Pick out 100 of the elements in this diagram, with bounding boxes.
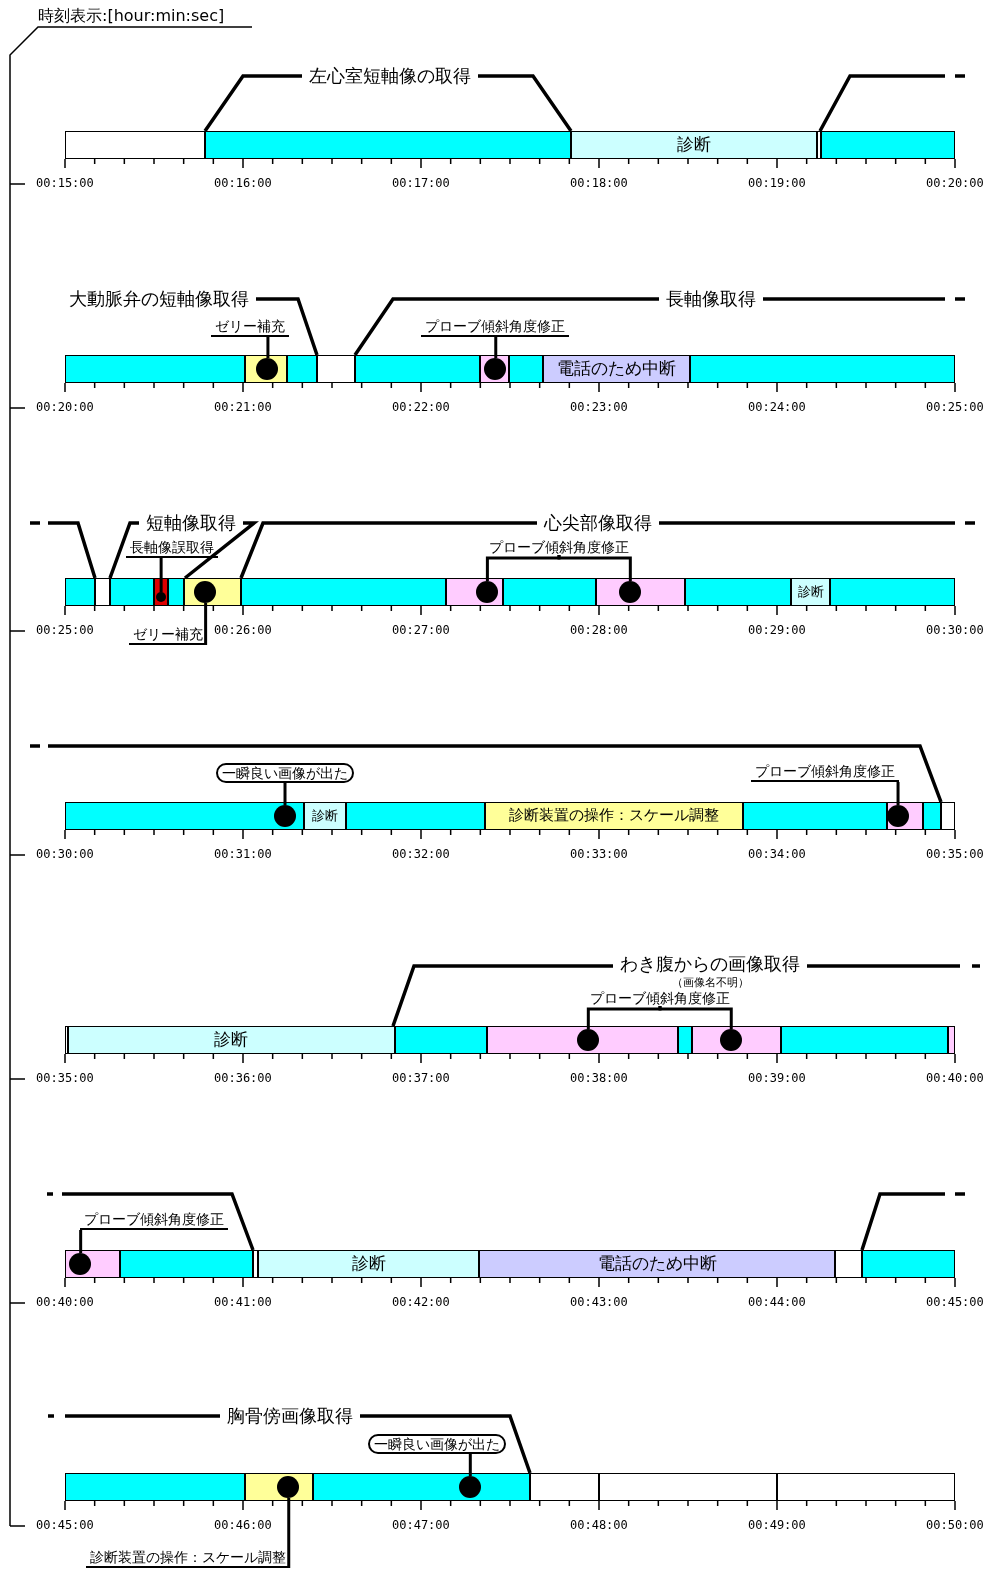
time-label: 00:21:00 (214, 401, 272, 415)
bar-segment (529, 1473, 599, 1501)
time-label: 00:24:00 (748, 401, 806, 415)
time-label: 00:34:00 (748, 848, 806, 862)
phase-label: わき腹からの画像取得 (620, 953, 800, 975)
event-callout: 一瞬良い画像が出た (368, 1434, 506, 1454)
time-label: 00:19:00 (748, 177, 806, 191)
time-label: 00:17:00 (392, 177, 450, 191)
leader-line (159, 558, 163, 592)
bar-segment (820, 131, 955, 159)
event-label: プローブ傾斜角度修正 (487, 539, 631, 555)
time-label: 00:38:00 (570, 1072, 628, 1086)
time-label: 00:28:00 (570, 624, 628, 638)
time-label: 00:47:00 (392, 1519, 450, 1533)
bar-segment (678, 1026, 692, 1054)
phase-label: 左心室短軸像の取得 (309, 65, 471, 87)
bar-segment: 診断 (68, 1026, 395, 1054)
time-label: 00:20:00 (926, 177, 984, 191)
event-label: プローブ傾斜角度修正 (80, 1211, 228, 1230)
time-label: 00:33:00 (570, 848, 628, 862)
event-dot (458, 1475, 481, 1498)
event-dot (194, 580, 217, 603)
event-label: 長軸像誤取得 (126, 539, 218, 558)
event-label: 診断装置の操作：スケール調整 (86, 1549, 290, 1568)
time-label: 00:30:00 (926, 624, 984, 638)
time-label: 00:25:00 (36, 624, 94, 638)
event-dot (618, 580, 641, 603)
bar-segment: 電話のため中断 (479, 1250, 836, 1278)
bar-segment (317, 355, 355, 383)
time-label: 00:25:00 (926, 401, 984, 415)
bar-segment: 診断 (791, 578, 831, 606)
time-label: 00:45:00 (36, 1519, 94, 1533)
time-label: 00:27:00 (392, 624, 450, 638)
event-label: ゼリー補充 (129, 626, 207, 645)
bar-segment (65, 1250, 120, 1278)
bar-segment (596, 578, 685, 606)
bar-segment (835, 1250, 863, 1278)
time-label: 00:46:00 (214, 1519, 272, 1533)
bar-segment (941, 802, 955, 830)
bar-segment (817, 131, 821, 159)
event-dot (719, 1028, 742, 1051)
bar-segment (780, 1026, 948, 1054)
bar-segment (65, 578, 95, 606)
event-dot (155, 591, 166, 602)
bar-segment (184, 578, 241, 606)
bar-segment (345, 802, 486, 830)
time-label: 00:43:00 (570, 1296, 628, 1310)
bar-segment (503, 578, 597, 606)
time-label: 00:35:00 (36, 1072, 94, 1086)
event-dot (576, 1028, 599, 1051)
bar-segment: 診断装置の操作：スケール調整 (485, 802, 743, 830)
time-label: 00:15:00 (36, 177, 94, 191)
bar-segment (65, 355, 246, 383)
bar-segment (777, 1473, 955, 1501)
time-label: 00:50:00 (926, 1519, 984, 1533)
leader-line (287, 1498, 291, 1568)
phase-label: 大動脈弁の短軸像取得 (69, 288, 249, 310)
time-label: 00:39:00 (748, 1072, 806, 1086)
time-label: 00:35:00 (926, 848, 984, 862)
time-label: 00:16:00 (214, 177, 272, 191)
bar-segment (354, 355, 481, 383)
time-label: 00:29:00 (748, 624, 806, 638)
phase-label: 短軸像取得 (146, 512, 236, 534)
bar-segment (446, 578, 504, 606)
bar-segment (599, 1473, 777, 1501)
phase-label: 長軸像取得 (666, 288, 756, 310)
time-label: 00:32:00 (392, 848, 450, 862)
bar-segment (245, 355, 287, 383)
bar-segment (690, 355, 955, 383)
time-label: 00:44:00 (748, 1296, 806, 1310)
bar-segment (887, 802, 923, 830)
bar-segment (65, 131, 206, 159)
event-dot (886, 804, 909, 827)
event-dot (69, 1252, 92, 1275)
bar-segment (286, 355, 318, 383)
time-label: 00:22:00 (392, 401, 450, 415)
bar-segment (65, 802, 304, 830)
note-label: （画像名不明） (671, 976, 749, 990)
bar-segment: 電話のため中断 (543, 355, 691, 383)
bar-segment (205, 131, 572, 159)
event-label: プローブ傾斜角度修正 (751, 763, 899, 782)
time-label: 00:40:00 (36, 1296, 94, 1310)
event-dot (277, 1475, 300, 1498)
bar-segment (509, 355, 544, 383)
bar-segment (168, 578, 185, 606)
time-label: 00:41:00 (214, 1296, 272, 1310)
time-label: 00:30:00 (36, 848, 94, 862)
bar-segment (947, 1026, 955, 1054)
event-callout: 一瞬良い画像が出た (216, 763, 354, 783)
bar-segment (313, 1473, 530, 1501)
bar-segment (684, 578, 792, 606)
leader-line (204, 603, 208, 645)
time-label: 00:40:00 (926, 1072, 984, 1086)
time-label: 00:26:00 (214, 624, 272, 638)
bar-segment (65, 1473, 246, 1501)
bar-segment (119, 1250, 253, 1278)
bar-segment (862, 1250, 955, 1278)
time-format-label: 時刻表示:[hour:min:sec] (38, 7, 225, 26)
time-label: 00:45:00 (926, 1296, 984, 1310)
bar-segment: 診断 (571, 131, 818, 159)
